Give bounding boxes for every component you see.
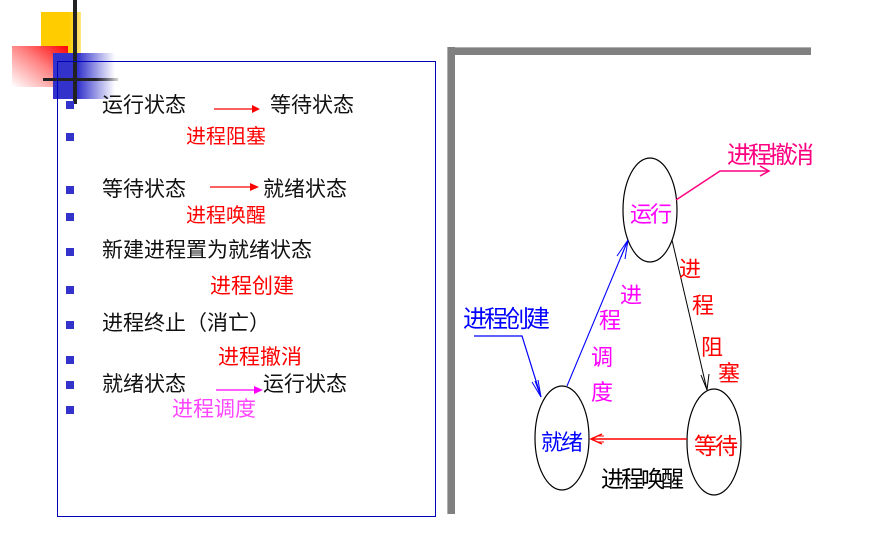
transition-wakeup-arrow <box>589 433 687 445</box>
transition-label-wakeup: 进程唤醒 <box>601 467 684 493</box>
state-waiting <box>686 388 742 496</box>
bullet-text: 运行状态 <box>102 93 186 117</box>
bullet-target: 等待状态 <box>270 93 354 117</box>
transition-label-block-char: 程 <box>692 294 715 319</box>
bullet-marker <box>66 381 74 389</box>
bullet-marker <box>66 286 74 294</box>
transition-block-arrow <box>671 239 710 391</box>
state-label-ready: 就绪 <box>541 431 583 456</box>
state-ready <box>534 385 590 491</box>
transition-label-dispatch-char: 进 <box>620 284 643 309</box>
bullet-text: 新建进程置为就绪状态 <box>102 238 312 262</box>
bullet-marker <box>66 248 74 256</box>
arrow-right-icon <box>214 105 260 113</box>
bullet-text: 进程终止（消亡） <box>102 311 270 335</box>
transition-label: 进程唤醒 <box>186 203 266 227</box>
bullet-text-box <box>57 61 436 517</box>
bullet-marker <box>66 101 74 109</box>
transition-label-create: 进程创建 <box>463 305 550 333</box>
bullet-text: 就绪状态 <box>102 372 186 396</box>
transition-label: 进程创建 <box>210 274 294 298</box>
transition-label-dispatch-char: 度 <box>591 381 614 406</box>
logo-horizontal-line <box>43 78 118 81</box>
bullet-marker <box>66 133 74 141</box>
transition-label-block-char: 进 <box>679 258 702 283</box>
bullet-target: 就绪状态 <box>263 177 347 201</box>
transition-terminate-arrow <box>675 165 771 201</box>
bullet-marker <box>66 213 74 221</box>
transition-label-terminate: 进程撤消 <box>727 141 814 169</box>
transition-label: 进程调度 <box>172 397 256 421</box>
bullet-marker <box>66 406 74 414</box>
state-label-waiting: 等待 <box>694 434 738 460</box>
bullet-marker <box>66 356 74 364</box>
state-label-running: 运行 <box>630 203 672 228</box>
bullet-marker <box>66 321 74 329</box>
bullet-text: 等待状态 <box>102 177 186 201</box>
transition-label-block-char: 塞 <box>718 362 741 387</box>
transition-label-dispatch-char: 程 <box>599 309 622 334</box>
transition-label: 进程阻塞 <box>186 124 266 148</box>
state-running <box>622 157 678 263</box>
transition-label: 进程撤消 <box>218 345 302 369</box>
bullet-marker <box>66 186 74 194</box>
transition-label-block-char: 阻 <box>701 336 724 361</box>
diagram-frame-left <box>447 47 455 514</box>
transition-label-dispatch-char: 调 <box>591 346 614 371</box>
transition-dispatch-arrow <box>566 239 629 387</box>
arrow-right-icon <box>210 183 259 191</box>
arrow-right-icon <box>216 386 263 394</box>
bullet-target: 运行状态 <box>263 372 347 396</box>
logo-blue-square <box>53 53 115 99</box>
diagram-frame-top <box>447 47 811 55</box>
transition-create-arrow <box>474 335 542 398</box>
logo-vertical-line <box>73 0 77 104</box>
